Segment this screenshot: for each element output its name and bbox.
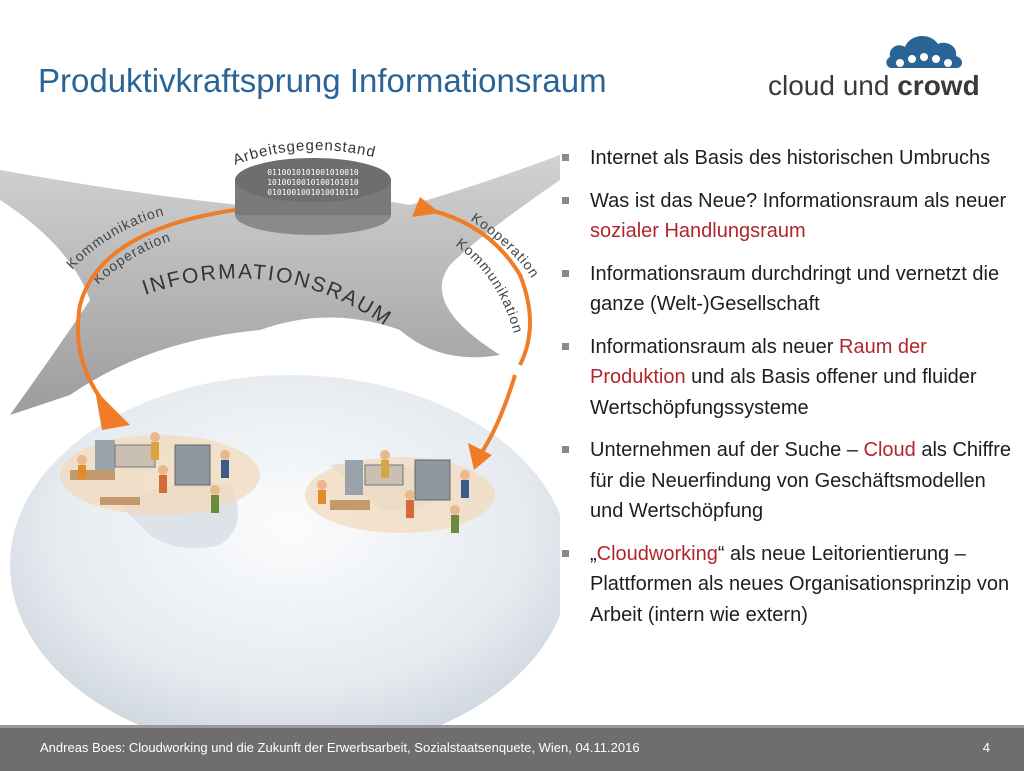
highlighted-text: Raum der Produktion xyxy=(590,335,927,389)
bullet-list: Internet als Basis des historischen Umbr… xyxy=(562,143,1017,642)
binary-line-2: 1010010010100101010 xyxy=(267,178,359,187)
bullet-text: Was ist das Neue? Informationsraum als n… xyxy=(590,189,1007,212)
data-disk xyxy=(235,158,391,202)
informationsraum-shape xyxy=(0,155,560,415)
bullet-marker xyxy=(562,549,569,557)
bullet-text: „ xyxy=(590,542,597,565)
bullet-marker xyxy=(562,446,569,453)
logo-text-cloud: cloud und xyxy=(768,70,898,101)
work-group-right xyxy=(305,450,495,533)
logo-text: cloud und crowd xyxy=(768,70,980,102)
bullet-text: Informationsraum als neuer xyxy=(590,335,840,358)
logo-text-crowd: crowd xyxy=(897,70,980,101)
highlighted-text: Cloud xyxy=(863,439,916,461)
footer-text: Andreas Boes: Cloudworking und die Zukun… xyxy=(40,740,640,755)
bullet-text: Informationsraum durchdringt und vernetz… xyxy=(590,262,1000,316)
bullet-item: „Cloudworking“ als neue Leitorientierung… xyxy=(562,539,1017,631)
globe xyxy=(10,375,560,725)
bullet-text: Internet als Basis des historischen Umbr… xyxy=(590,147,991,169)
bullet-text: “ als neue Leitorientierung – Plattforme… xyxy=(590,542,1010,626)
footer-bar: Andreas Boes: Cloudworking und die Zukun… xyxy=(0,725,1024,771)
binary-line-1: 0110010101001010010 xyxy=(267,168,359,177)
bullet-item: Internet als Basis des historischen Umbr… xyxy=(562,143,1017,174)
bullet-item: Informationsraum als neuer Raum der Prod… xyxy=(562,332,1017,424)
highlighted-text: sozialer Handlungsraum xyxy=(590,220,806,242)
highlighted-text: Cloudworking xyxy=(596,542,718,565)
binary-line-3: 0101001001010010110 xyxy=(267,188,359,197)
bullet-item: Was ist das Neue? Informationsraum als n… xyxy=(562,186,1017,247)
bullet-marker xyxy=(562,342,569,350)
logo: cloud und crowd xyxy=(760,22,1000,102)
slide-title: Produktivkraftsprung Informationsraum xyxy=(38,62,607,99)
bullet-text: als Chiffre für die Neuerfindung von Ges… xyxy=(590,439,1012,522)
bullet-text: Unternehmen auf der Suche – xyxy=(590,439,864,461)
bullet-marker xyxy=(562,196,569,204)
arrow-right xyxy=(429,208,532,366)
bullet-text: und als Basis offener und fluider Wertsc… xyxy=(590,366,977,419)
work-group-left xyxy=(60,432,260,515)
bullet-marker xyxy=(562,154,569,161)
page-number: 4 xyxy=(982,740,990,755)
informationsraum-illustration: 0110010101001010010 1010010010100101010 … xyxy=(0,137,560,725)
bullet-marker xyxy=(562,269,569,277)
bullet-item: Unternehmen auf der Suche – Cloud als Ch… xyxy=(562,435,1017,527)
cloud-crowd-icon xyxy=(886,36,962,68)
arrow-left xyxy=(76,208,236,412)
bullet-item: Informationsraum durchdringt und vernetz… xyxy=(562,259,1017,320)
